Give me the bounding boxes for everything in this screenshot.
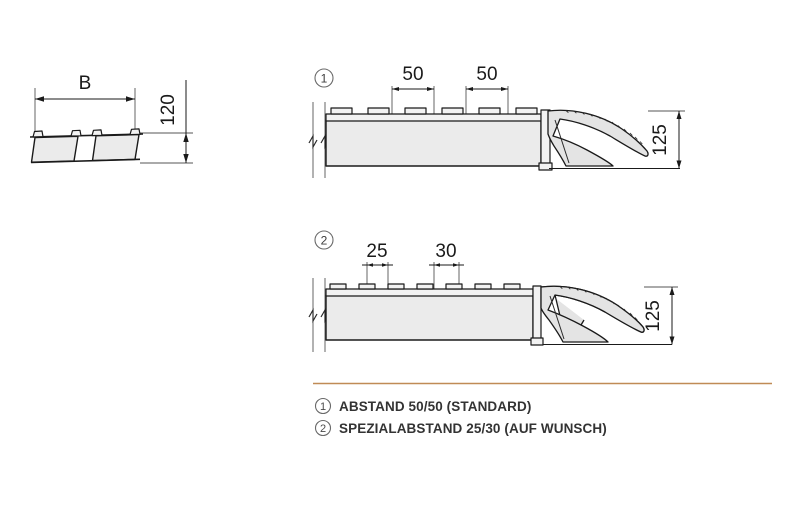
d1-s1-arrow-right [427,87,434,91]
d2-s2-arrow-left [434,263,440,267]
detail2-spacing-label-2: 30 [435,241,456,262]
d2-s1-arrow-right [382,263,388,267]
profile-bottom-edge [30,158,141,164]
detail1-end-foot [538,162,553,171]
legend-label-1: ABSTAND 50/50 (STANDARD) [339,399,531,414]
detail2-tooth-2 [358,283,376,290]
d2-s2-arrow-right [453,263,459,267]
dim120-arrow-upper [183,133,189,142]
detail2-end-bar [532,285,542,343]
detail2-nosing-serration [559,286,638,321]
d1-s2-arrow-right [501,87,508,91]
detail2-tooth-7 [503,283,521,290]
b-arrow-right [126,96,135,102]
detail1-height-label: 125 [650,124,671,156]
d1-s2-arrow-left [466,87,473,91]
detail1-tooth-3 [404,107,427,115]
detail1-nosing-serration [565,110,643,145]
detail1-tooth-6 [515,107,538,115]
profile-nub-3 [91,129,103,137]
legend: 1 ABSTAND 50/50 (STANDARD) 2 SPEZIALABST… [313,382,772,437]
detail2-dim125-arrow-bottom [669,336,675,345]
detail1-tooth-1 [330,107,353,115]
d1-s1-arrow-left [392,87,399,91]
legend-callout-circle-1 [314,397,332,415]
callout-number-1: 1 [321,72,328,86]
profile-bar-right [91,133,140,162]
detail-view-2: 2 25 30 [308,230,678,352]
detail1-nosing-profile [547,109,649,167]
profile-nub-4 [129,128,141,136]
legend-label-2: SPEZIALABSTAND 25/30 (AUF WUNSCH) [339,421,607,436]
profile-nub-1 [32,130,44,138]
detail1-spacing-label-1: 50 [402,64,423,85]
detail1-dim125-arrow-bottom [676,160,682,169]
legend-number-1: 1 [320,401,326,413]
b-dimension-label: B [79,73,92,94]
detail1-dim125-arrow-top [676,111,682,119]
detail1-tooth-4 [441,107,464,115]
detail1-spacing-label-2: 50 [476,64,497,85]
callout-circle-1 [314,68,334,88]
detail2-tooth-5 [445,283,463,290]
detail-view-1: 1 50 50 [308,64,685,178]
detail2-nosing-inner-line [549,295,565,340]
detail2-body-slab [325,294,534,341]
left-cross-section: B 120 [29,73,193,164]
break-zigzag-2a [308,307,318,324]
callout-number-2: 2 [321,234,328,248]
detail2-spacing-label-1: 25 [366,241,387,262]
d2-s1-arrow-left [367,263,373,267]
b-arrow-left [35,96,44,102]
break-zigzag-1a [308,133,318,150]
callout-circle-2 [314,230,334,250]
detail2-tooth-1 [329,283,347,290]
detail2-height-label: 125 [643,300,664,332]
detail2-dim125-arrow-top [669,287,675,295]
detail1-tooth-5 [478,107,501,115]
profile-bar-left [30,135,79,163]
detail2-top-plate [325,288,534,297]
height-120-label: 120 [158,94,179,126]
detail2-tooth-3 [387,283,405,290]
detail1-nosing-inner-line [554,119,570,164]
detail2-teeth-group [329,283,521,290]
detail2-tooth-6 [474,283,492,290]
detail1-body-slab [325,119,542,167]
detail2-tooth-4 [416,283,434,290]
detail2-end-foot [530,337,544,346]
legend-number-2: 2 [320,423,326,435]
detail1-teeth-group [330,107,538,115]
profile-nub-2 [70,129,82,137]
legend-item-2: 2 SPEZIALABSTAND 25/30 (AUF WUNSCH) [314,419,607,437]
detail1-tooth-2 [367,107,390,115]
legend-item-1: 1 ABSTAND 50/50 (STANDARD) [314,397,531,415]
dim120-arrow-lower [183,154,189,163]
legend-callout-circle-2 [314,419,332,437]
detail2-nosing-profile-body [540,285,645,343]
detail1-top-plate [325,113,542,122]
